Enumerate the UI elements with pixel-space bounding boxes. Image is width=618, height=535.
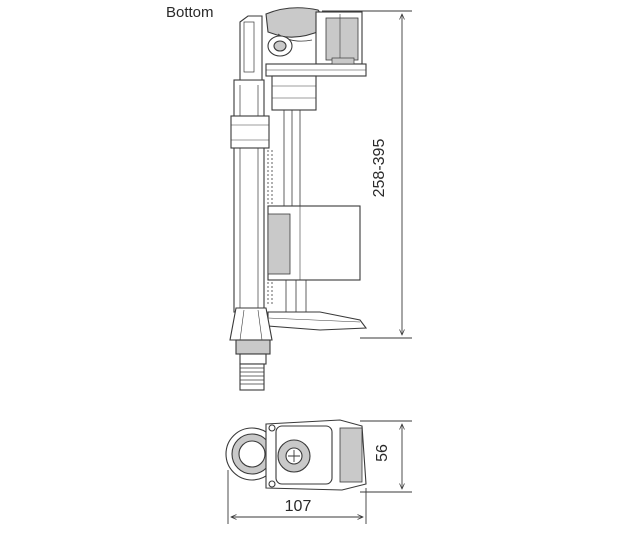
height-dimension (322, 10, 412, 339)
width-dimension-label: 107 (284, 498, 312, 515)
side-elevation (229, 7, 368, 391)
plan-view (225, 419, 367, 491)
height-dimension-label: 258-395 (371, 138, 388, 198)
adjust-sleeve (230, 115, 270, 149)
valve-cap (265, 7, 325, 38)
riser-tube (233, 79, 265, 313)
depth-dimension (360, 420, 412, 493)
depth-dimension-label: 56 (374, 444, 391, 462)
locknut (235, 339, 271, 355)
base-arm (267, 311, 368, 331)
stem-block (271, 75, 317, 111)
view-label: Bottom (166, 4, 214, 21)
shank-cone (229, 307, 273, 341)
width-dimension (227, 470, 367, 524)
